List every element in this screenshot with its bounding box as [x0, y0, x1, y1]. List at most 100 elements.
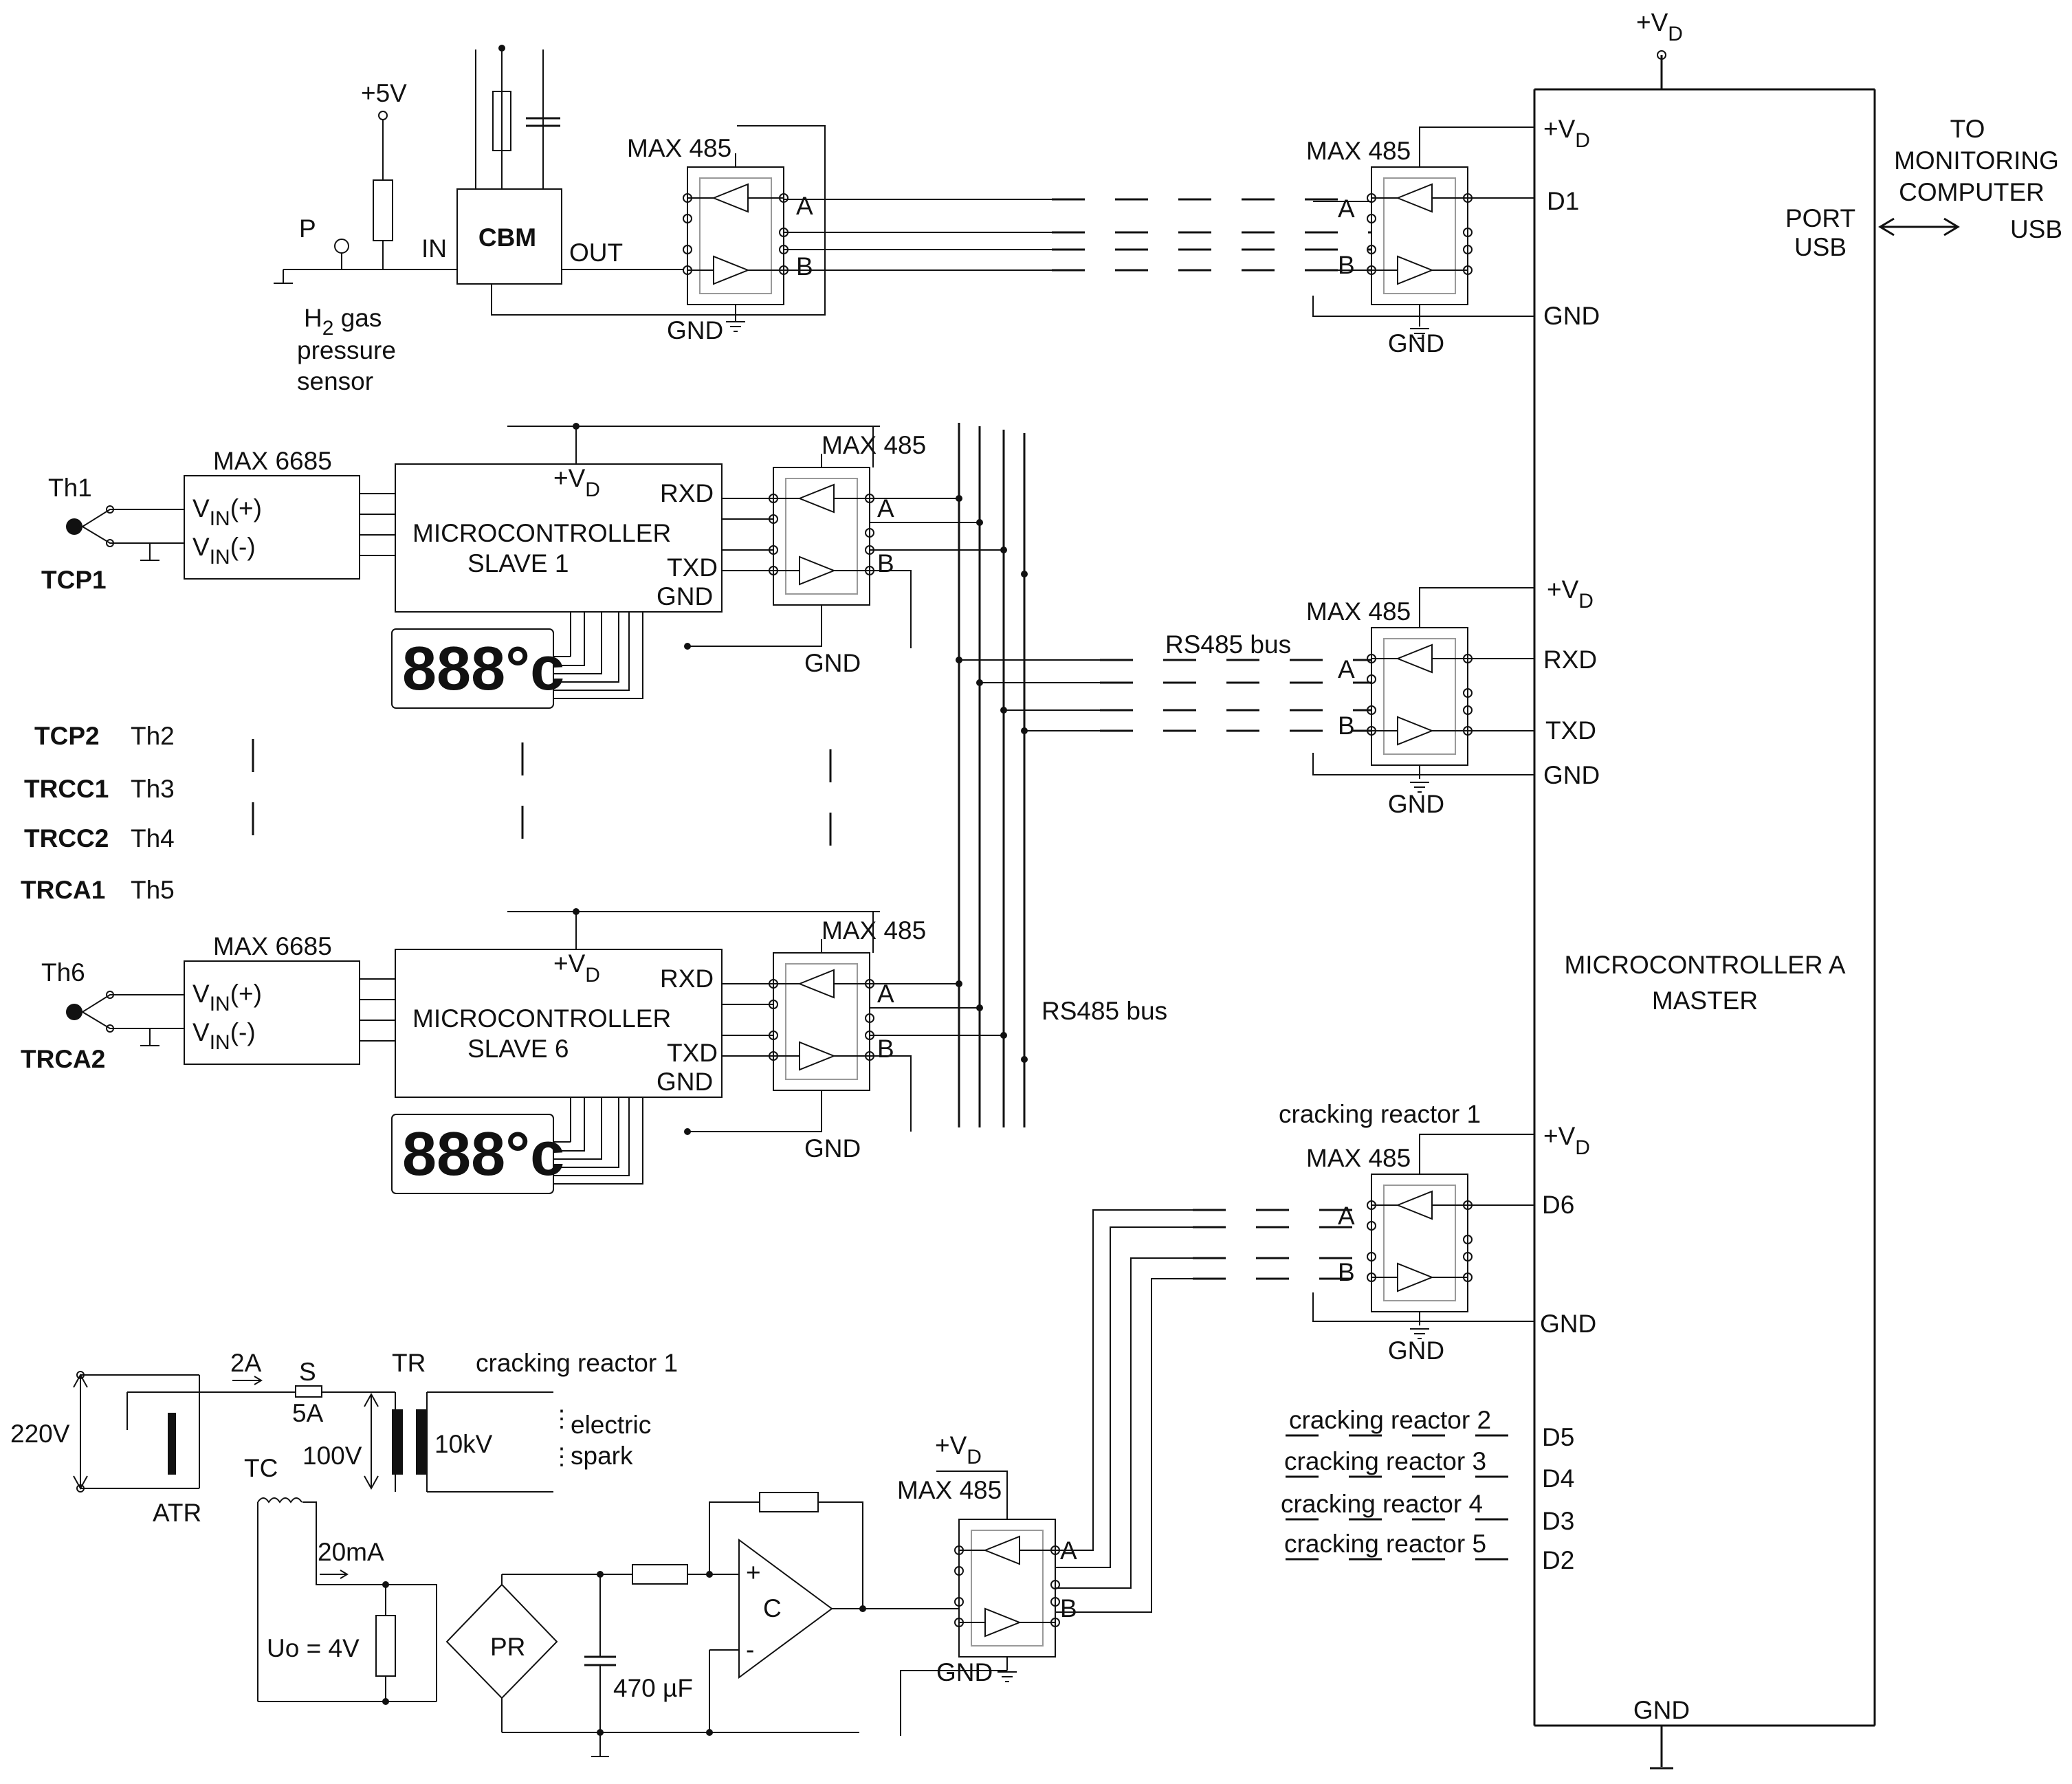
max485-label: MAX 485: [822, 916, 926, 945]
capacitor-label: 470 µF: [613, 1674, 693, 1702]
max485-slave-6: MAX 485 A B GND: [684, 912, 1004, 1163]
pin-d5: D5: [1542, 1423, 1574, 1451]
pin-a-label: A: [1338, 655, 1355, 683]
pin-d3: D3: [1542, 1507, 1574, 1535]
feedback-resistor: [759, 1492, 819, 1512]
gnd-label: GND: [1388, 790, 1444, 818]
to-label: TO: [1950, 115, 1985, 143]
max485-reactor: MAX 485 +VD A B GND: [897, 1209, 1371, 1736]
cracking-reactor-2-label: cracking reactor 2: [1289, 1406, 1491, 1434]
pin-d1: D1: [1547, 187, 1579, 215]
usb-link: TO MONITORING COMPUTER USB: [1878, 115, 2062, 243]
master-microcontroller: +VD MICROCONTROLLER A MASTER GND PORT US…: [1533, 8, 1876, 1770]
txd-label: TXD: [667, 553, 718, 582]
pin-b-label: B: [877, 549, 894, 577]
pin-gnd-1: GND: [1543, 302, 1600, 330]
computer-label: COMPUTER: [1899, 178, 2045, 206]
monitoring-label: MONITORING: [1894, 146, 2059, 175]
usb-label: USB: [2010, 215, 2062, 243]
max6685-label: MAX 6685: [213, 447, 332, 475]
cbm-in-label: IN: [421, 234, 447, 263]
slave-vd-label: +VD: [553, 464, 600, 501]
thermocouple-icon: [66, 1004, 82, 1020]
fuse-s-label: S: [299, 1358, 316, 1386]
gnd-label: GND: [667, 316, 723, 344]
rxd-label: RXD: [660, 965, 714, 993]
max485-label: MAX 485: [627, 134, 731, 162]
pin-b-label: B: [1338, 251, 1355, 279]
max485-label: MAX 485: [1306, 137, 1411, 165]
channel-trcc2: TRCC2: [24, 824, 109, 852]
slave-1-name: MICROCONTROLLER: [412, 519, 671, 547]
pin-a-label: A: [796, 192, 813, 220]
max6685-block: [184, 475, 360, 580]
pin-b-label: B: [877, 1035, 894, 1063]
uo-label: Uo = 4V: [267, 1634, 360, 1662]
rxd-label: RXD: [660, 479, 714, 507]
sensor-h2-label: H2 gas: [304, 304, 382, 340]
shunt-resistor: [375, 1615, 396, 1677]
max485-master-middle: MAX 485 A B GND: [1306, 587, 1534, 818]
channel-th3: Th3: [131, 775, 175, 803]
pin-txd: TXD: [1545, 716, 1596, 745]
slave-1-section: Th1 TCP1 MAX 6685 VIN(+) VIN(-) +VD RXD …: [41, 423, 880, 709]
channel-tcp2: TCP2: [34, 722, 100, 750]
port-usb-label: USB: [1794, 233, 1847, 261]
pin-rxd: RXD: [1543, 646, 1597, 674]
i2a-label: 2A: [230, 1349, 262, 1377]
v100-label: 100V: [302, 1442, 362, 1470]
reactor-power-circuit: 220V ATR 2A S 5A 100V TR 10kV cracking r…: [10, 1349, 959, 1757]
slave-6-display: [391, 1114, 554, 1194]
pin-d6: D6: [1542, 1191, 1574, 1219]
channel-list: TCP2 Th2 TRCC1 Th3 TRCC2 Th4 TRCA1 Th5: [21, 722, 832, 904]
cbm-block: [456, 188, 562, 285]
tr-label: TR: [392, 1349, 426, 1377]
autotransformer-core: [168, 1413, 176, 1475]
th1-label: Th1: [48, 474, 92, 502]
i20ma-label: 20mA: [318, 1538, 384, 1566]
rs485-bus: RS485 bus RS485 bus: [956, 423, 1371, 1127]
channel-th4: Th4: [131, 824, 175, 852]
th6-label: Th6: [41, 958, 85, 987]
thermocouple-icon: [66, 518, 82, 535]
gnd-label: GND: [657, 1068, 713, 1096]
transformer-secondary: [416, 1409, 427, 1475]
pullup-resistor: [373, 179, 393, 241]
spark-gap-icon: ⋮: [550, 1444, 573, 1470]
tcp1-label: TCP1: [41, 566, 107, 594]
display-digits: 888°c: [402, 635, 564, 703]
sensor-p-label: P: [299, 214, 316, 243]
comparator-label: C: [763, 1594, 782, 1622]
transformer-primary: [392, 1409, 403, 1475]
pin-a-label: A: [1338, 195, 1355, 223]
cracking-reactor-1-top-label: cracking reactor 1: [1279, 1100, 1481, 1128]
master-gnd-label: GND: [1633, 1696, 1690, 1724]
max485-label: MAX 485: [822, 431, 926, 459]
pressure-sensor-chain: +5V P H2 gas pressure sensor IN CBM OUT: [274, 45, 826, 395]
pin-vd-3: +VD: [1543, 1122, 1590, 1159]
pin-vd-1: +VD: [1543, 115, 1590, 152]
pin-d4: D4: [1542, 1464, 1574, 1493]
pressure-sensor-icon: [334, 239, 349, 254]
cracking-reactor-1-power-label: cracking reactor 1: [476, 1349, 678, 1377]
channel-th2: Th2: [131, 722, 175, 750]
max485-master-bottom: MAX 485 A B GND cracking reactor 1: [1279, 1100, 1534, 1365]
max485-sensor: MAX 485 A B GND: [627, 134, 813, 344]
pin-b-label: B: [1338, 712, 1355, 740]
master-vd-label: +VD: [1636, 8, 1683, 45]
slave-1-id: SLAVE 1: [467, 549, 569, 577]
trca2-label: TRCA2: [21, 1045, 105, 1073]
max6685-label: MAX 6685: [213, 932, 332, 960]
master-pins: +VD D1 GND +VD RXD TXD GND +VD D6 GND D5…: [1540, 115, 1600, 1574]
pin-d2: D2: [1542, 1546, 1574, 1574]
vin-minus-label: VIN(-): [192, 1018, 256, 1054]
max485-label: MAX 485: [897, 1476, 1002, 1504]
tc-label: TC: [244, 1454, 278, 1482]
pin-b-label: B: [796, 252, 813, 280]
fuse-icon: [295, 1385, 322, 1398]
vin-plus-label: VIN(+): [192, 980, 262, 1015]
txd-label: TXD: [667, 1039, 718, 1067]
gnd-label: GND: [657, 582, 713, 610]
current-transformer-coil: [257, 1497, 302, 1504]
